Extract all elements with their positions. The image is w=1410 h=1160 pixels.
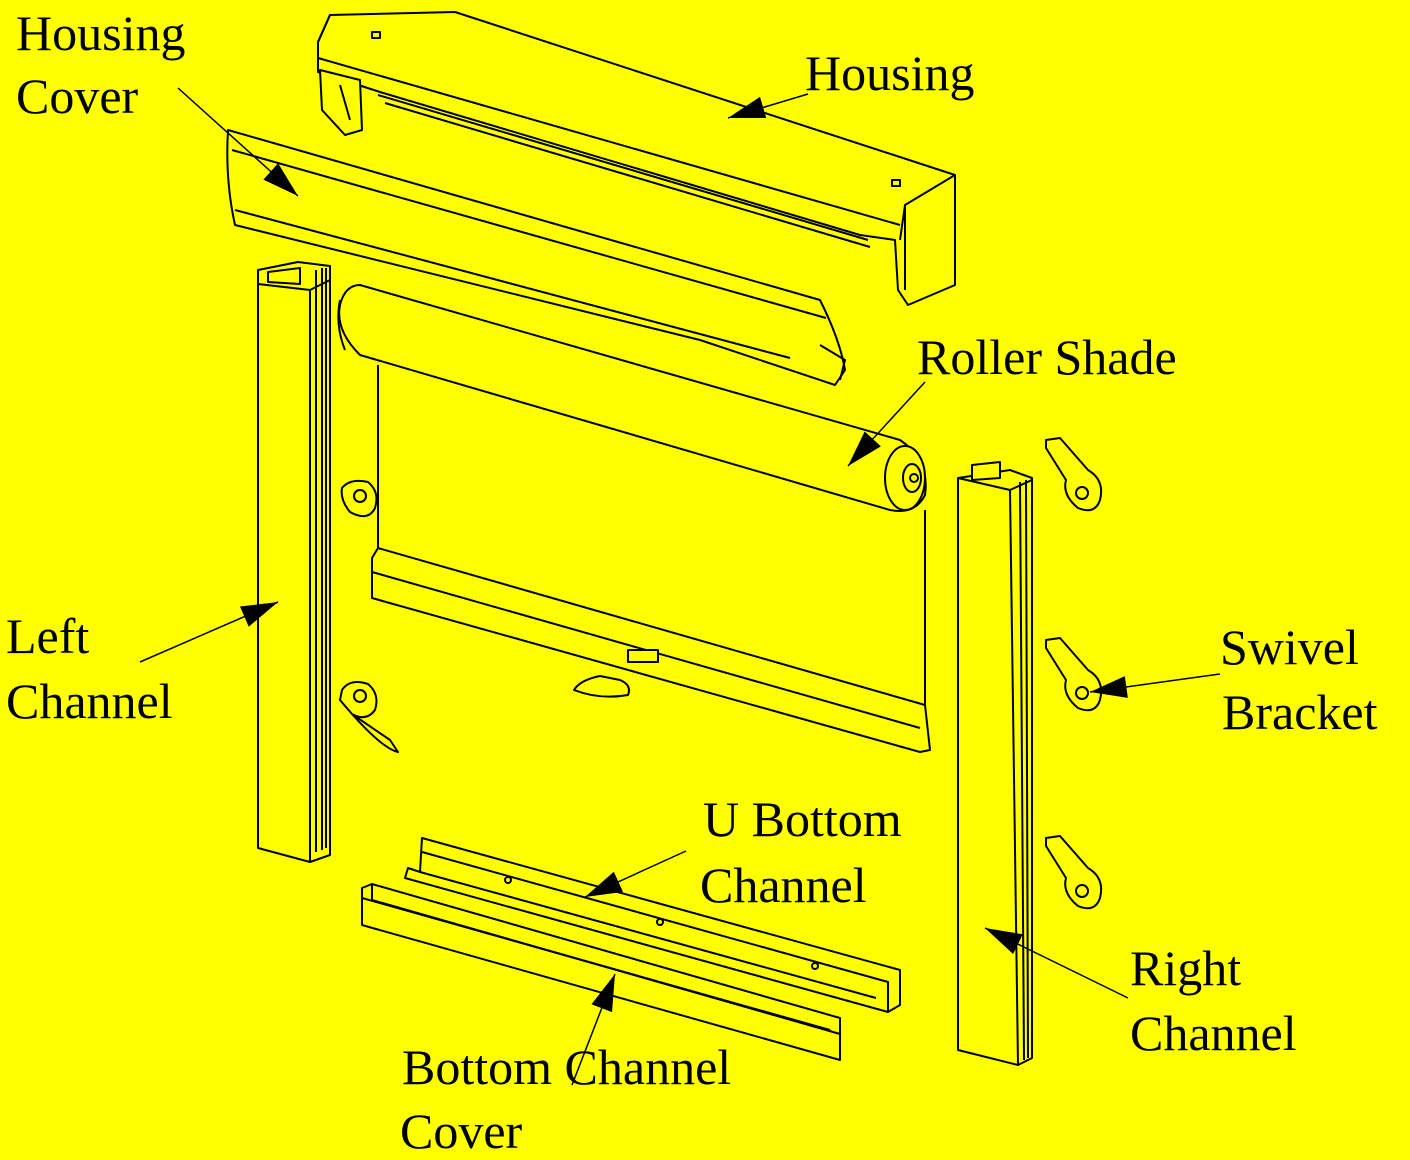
right-swivel-bracket-2 xyxy=(1045,637,1103,712)
leader-bottom-channel-cover xyxy=(571,973,616,1086)
left-swivel-bracket-upper xyxy=(340,479,378,518)
label-left-channel-2: Channel xyxy=(6,673,173,729)
u-bottom-channel-part xyxy=(404,837,901,1013)
housing-part xyxy=(317,11,956,306)
label-housing-cover-1: Housing xyxy=(16,5,185,61)
leader-right-channel xyxy=(984,927,1129,999)
label-u-bottom-channel-1: U Bottom xyxy=(703,791,902,847)
leader-u-bottom-channel xyxy=(584,850,687,898)
label-housing-cover-2: Cover xyxy=(16,68,139,124)
left-swivel-bracket-lower xyxy=(339,681,399,753)
bottom-channel-cover-part xyxy=(361,883,841,1061)
label-right-channel-1: Right xyxy=(1130,940,1241,996)
label-left-channel-1: Left xyxy=(6,608,89,664)
label-housing: Housing xyxy=(805,45,974,101)
label-swivel-bracket-2: Bracket xyxy=(1222,684,1378,740)
leader-housing-cover xyxy=(177,87,299,197)
label-right-channel-2: Channel xyxy=(1130,1005,1297,1061)
leader-left-channel xyxy=(139,601,279,663)
label-swivel-bracket-1: Swivel xyxy=(1220,619,1359,675)
leader-housing xyxy=(727,93,809,119)
leader-swivel-bracket xyxy=(1089,673,1221,698)
label-bottom-channel-cover-1: Bottom Channel xyxy=(402,1039,731,1095)
right-swivel-bracket-1 xyxy=(1045,437,1103,512)
roller-shade-part xyxy=(337,284,931,753)
label-bottom-channel-cover-2: Cover xyxy=(400,1103,523,1159)
right-swivel-bracket-3 xyxy=(1045,835,1103,910)
left-channel-part xyxy=(257,261,331,863)
label-roller-shade: Roller Shade xyxy=(917,329,1177,385)
leader-roller-shade xyxy=(847,381,926,467)
housing-cover-part xyxy=(226,129,846,386)
right-channel-part xyxy=(957,461,1033,1066)
label-u-bottom-channel-2: Channel xyxy=(700,857,867,913)
